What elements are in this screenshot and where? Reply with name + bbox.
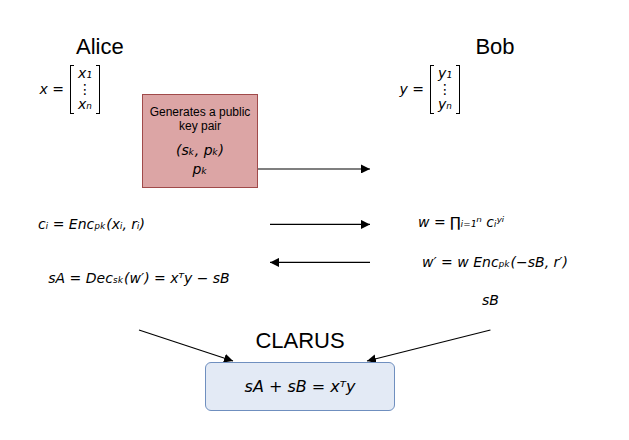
box-caption: Generates a public key pair (148, 105, 252, 134)
vector-entry: xₙ (78, 97, 92, 113)
key-generation-box: Generates a public key pair (sₖ, pₖ) pₖ (142, 94, 258, 188)
vector-bracket (430, 65, 434, 114)
text-slot: sA + sB = xᵀy (214, 377, 386, 396)
cloud-shape (371, 10, 619, 329)
text-slot: Generates a public key pair (148, 105, 252, 134)
thought-bubble (559, 296, 597, 348)
text-slot: x₁ (78, 66, 92, 82)
vector-bracket (456, 65, 460, 114)
text-slot: cᵢ = Encₚₖ(xᵢ, rᵢ) (38, 216, 145, 233)
party-name: Bob (475, 34, 514, 60)
vector-entry: y₁ (438, 66, 452, 82)
math-expression: w = ∏ᵢ₌₁ⁿ cᵢʸⁱ (418, 214, 504, 231)
vector-entry: ⋮ (78, 82, 92, 98)
text-slot: sB (482, 292, 499, 309)
text-slot: (sₖ, pₖ) (148, 142, 252, 159)
math-expression: pₖ (148, 161, 252, 178)
math-expression: y = (400, 81, 424, 98)
thought-bubble (40, 362, 60, 394)
message-arrow (367, 330, 490, 361)
vector-entry: ⋮ (438, 82, 452, 98)
message-arrow (258, 168, 370, 169)
math-expression: x = (40, 81, 64, 98)
math-expression: cᵢ = Encₚₖ(xᵢ, rᵢ) (38, 216, 145, 233)
text-slot: CLARUS (206, 328, 394, 354)
party-cloud: Bob y = y₁⋮yₙ w = ∏ᵢ₌₁ⁿ cᵢʸⁱ w′ = w Encₚₖ(−s… (370, 8, 620, 330)
math-expression: sA = Decₛₖ(w′) = xᵀy − sB (48, 270, 229, 287)
text-slot: w′ = w Encₚₖ(−sB, r′) (422, 254, 568, 271)
text-slot: Alice (76, 34, 124, 60)
server-name: CLARUS (206, 328, 394, 354)
text-slot: sA = Decₛₖ(w′) = xᵀy − sB (48, 270, 229, 287)
vector-entry: yₙ (438, 97, 452, 113)
message-arrow (270, 262, 370, 263)
text-slot: Bob (475, 34, 514, 60)
text-slot: w = ∏ᵢ₌₁ⁿ cᵢʸⁱ (418, 214, 504, 231)
vector-entry: x₁ (78, 66, 92, 82)
party-cloud: Alice x = x₁⋮xₙ cᵢ = Encₚₖ(xᵢ, rᵢ) sA = Decₛ… (8, 8, 270, 330)
text-slot: x = (40, 81, 64, 98)
thought-bubble (29, 346, 63, 398)
server-box: CLARUSsA + sB = xᵀy (205, 362, 395, 411)
text-slot: yₙ (438, 97, 452, 113)
message-arrow (139, 330, 233, 361)
cloud-shape (9, 9, 270, 328)
message-arrow (270, 224, 370, 225)
text-slot: ⋮ (438, 82, 452, 98)
text-slot: pₖ (148, 161, 252, 178)
math-expression: sB (482, 292, 499, 309)
text-slot: y = (400, 81, 424, 98)
vector-bracket (96, 65, 100, 114)
math-expression: w′ = w Encₚₖ(−sB, r′) (422, 254, 568, 271)
math-expression: (sₖ, pₖ) (148, 142, 252, 159)
thought-bubble (574, 312, 596, 344)
math-expression: sA + sB = xᵀy (214, 377, 386, 396)
text-slot: xₙ (78, 97, 92, 113)
party-name: Alice (76, 34, 124, 60)
vector-bracket (70, 65, 74, 114)
text-slot: ⋮ (78, 82, 92, 98)
text-slot: y₁ (438, 66, 452, 82)
